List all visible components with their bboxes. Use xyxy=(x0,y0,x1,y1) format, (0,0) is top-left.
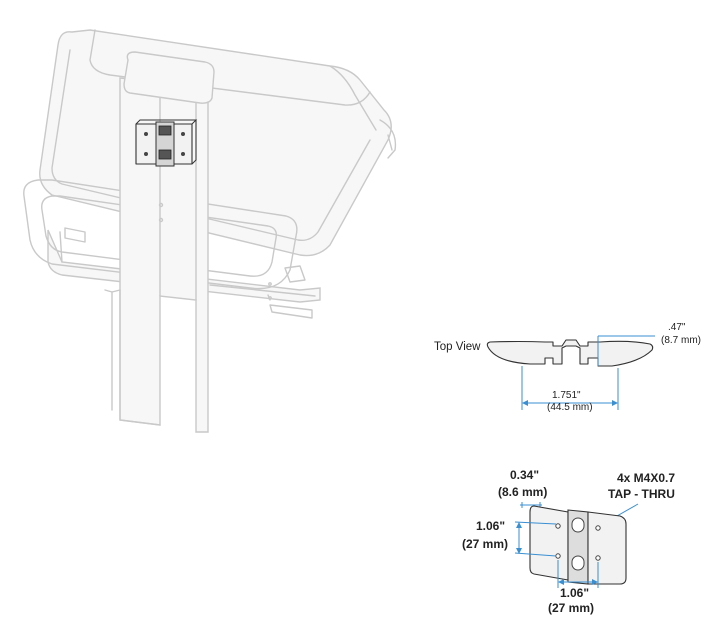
horizontal-dimension-line xyxy=(557,560,599,588)
vertical-inches: 1.06" xyxy=(476,519,505,533)
bracket-front-view: 4x M4X0.7 TAP - THRU 0.34" (8.6 mm) 1.06… xyxy=(462,468,675,615)
top-view-label: Top View xyxy=(434,341,481,353)
bracket-plate xyxy=(529,505,569,581)
horizontal-mm: (27 mm) xyxy=(548,601,594,615)
vertical-dimension-line xyxy=(514,521,557,557)
thread-spec-line2: TAP - THRU xyxy=(608,487,675,501)
thread-spec-line1: 4x M4X0.7 xyxy=(617,471,675,485)
offset-mm: (8.6 mm) xyxy=(498,485,547,499)
horizontal-inches: 1.06" xyxy=(560,586,589,600)
mounted-bracket xyxy=(135,119,198,167)
depth-inches: .47" xyxy=(668,322,686,333)
top-view-drawing: Top View .47" (8.7 mm) 1.751" (44.5 mm) xyxy=(434,322,701,413)
cart-illustration xyxy=(23,29,397,433)
vertical-mm: (27 mm) xyxy=(462,537,508,551)
width-mm: (44.5 mm) xyxy=(547,402,593,413)
offset-inches: 0.34" xyxy=(510,468,539,482)
depth-dimension-line xyxy=(597,335,655,366)
depth-mm: (8.7 mm) xyxy=(661,335,701,346)
width-inches: 1.751" xyxy=(552,390,581,401)
